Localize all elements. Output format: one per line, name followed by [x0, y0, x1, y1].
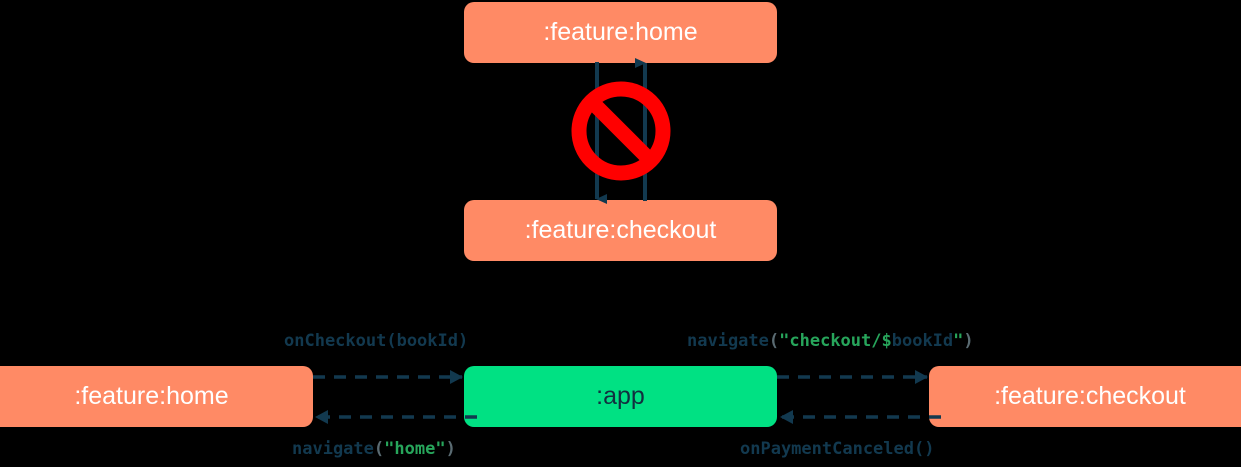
edge-label-part: navigate	[292, 439, 374, 459]
edge-label-part: (	[768, 331, 780, 351]
node-label: :feature:checkout	[524, 216, 717, 244]
edge-label-navigate-checkout: navigate("checkout/$bookId")	[687, 331, 974, 351]
edge-label-part: "	[953, 331, 964, 351]
node-label: :feature:home	[543, 18, 698, 46]
edge-label-on-payment-canceled: onPaymentCanceled()	[740, 439, 934, 459]
edge-label-part: onPaymentCanceled()	[740, 439, 935, 459]
edge-label-part: "checkout/$	[779, 331, 892, 351]
edge-label-part: bookId	[891, 331, 954, 351]
edge-label-part: navigate	[687, 331, 769, 351]
node-feature-home-bottom[interactable]: :feature:home	[0, 366, 313, 427]
node-app[interactable]: :app	[464, 366, 777, 427]
prohibition-icon	[571, 81, 671, 181]
node-label: :feature:checkout	[994, 382, 1186, 410]
node-feature-home-top[interactable]: :feature:home	[464, 2, 777, 63]
node-label: :feature:home	[74, 382, 229, 410]
node-label: :app	[596, 382, 645, 410]
edge-label-navigate-home: navigate("home")	[292, 439, 456, 459]
edge-label-part: )	[963, 331, 974, 351]
edge-label-part: onCheckout(bookId)	[284, 331, 469, 351]
node-feature-checkout-bottom[interactable]: :feature:checkout	[929, 366, 1241, 427]
node-feature-checkout-top[interactable]: :feature:checkout	[464, 200, 777, 261]
edge-label-part: "home"	[384, 439, 446, 459]
edge-label-on-checkout: onCheckout(bookId)	[284, 331, 468, 351]
edge-label-part: )	[445, 439, 456, 459]
edge-label-part: (	[373, 439, 385, 459]
